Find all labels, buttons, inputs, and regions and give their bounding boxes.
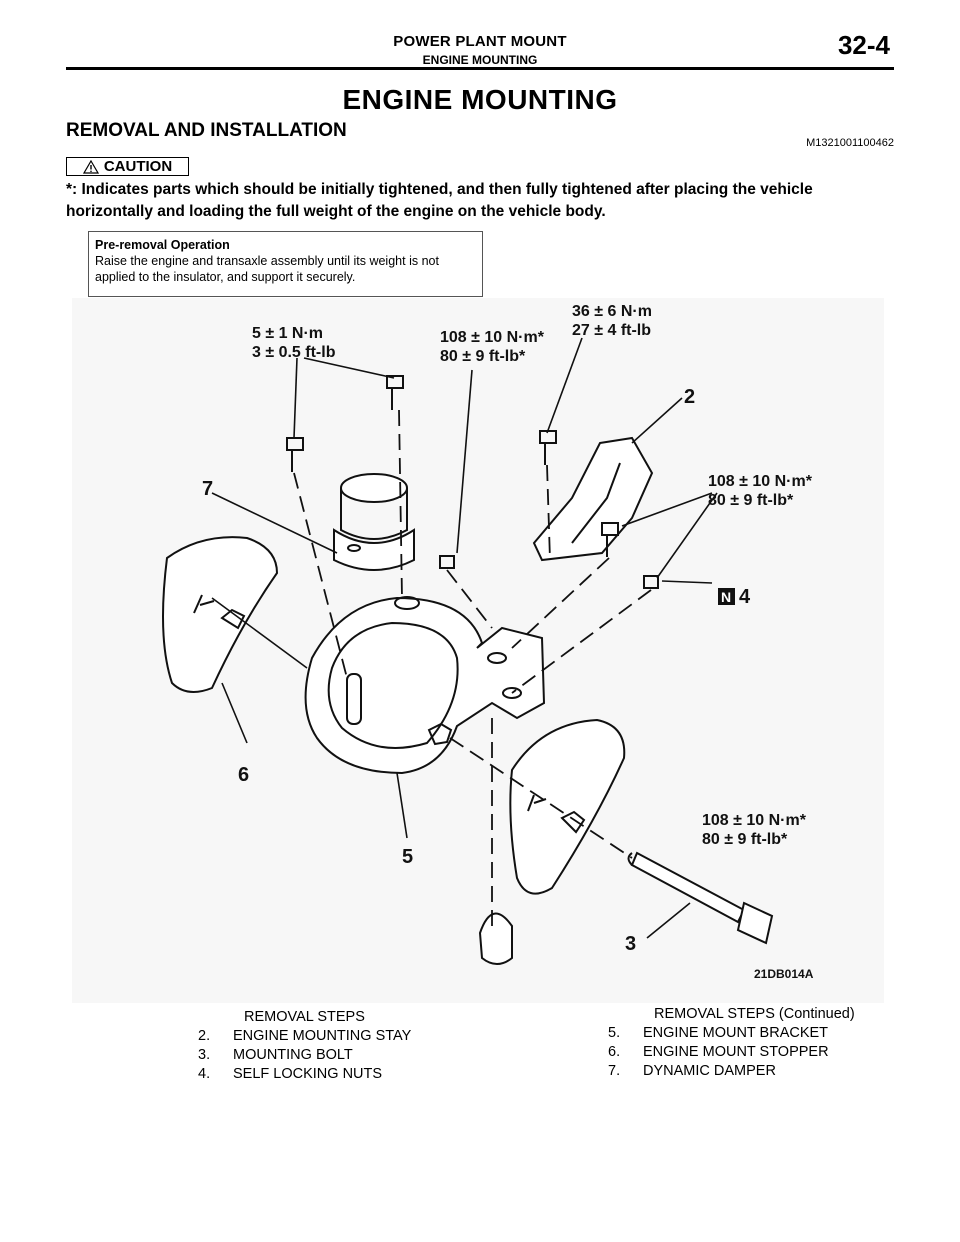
list-item: 2. ENGINE MOUNTING STAY: [198, 1027, 411, 1046]
removal-steps-continued: REMOVAL STEPS (Continued) 5. ENGINE MOUN…: [608, 1005, 855, 1081]
step-label: DYNAMIC DAMPER: [643, 1063, 776, 1079]
bracket-bolt: [601, 522, 619, 557]
torque-label-ftlb-5: 80 ± 9 ft-lb*: [702, 831, 788, 848]
engine-mounting-diagram: 5 ± 1 N·m 3 ± 0.5 ft-lb 108 ± 10 N·m* 80…: [72, 298, 884, 1003]
removal-steps-title: REMOVAL STEPS: [244, 1009, 365, 1025]
new-part-mark-label: N: [721, 589, 731, 605]
dynamic-damper-disc: [162, 536, 279, 693]
callout-4: 4: [739, 586, 751, 608]
removal-steps: REMOVAL STEPS 2. ENGINE MOUNTING STAY 3.…: [198, 1008, 411, 1084]
torque-label-ftlb-3: 27 ± 4 ft-lb: [572, 322, 651, 339]
self-locking-nut: [643, 575, 659, 589]
caution-text: *: Indicates parts which should be initi…: [66, 181, 813, 220]
caution-badge: CAUTION: [66, 157, 189, 176]
section-header: ENGINE MOUNTING: [422, 53, 538, 67]
list-item: 3. MOUNTING BOLT: [198, 1046, 411, 1065]
engine-mount-insulator: [478, 912, 513, 965]
step-label: MOUNTING BOLT: [233, 1047, 353, 1063]
bracket-nut-left: [439, 555, 455, 569]
figure-id: 21DB014A: [754, 967, 814, 981]
callout-6: 6: [238, 764, 249, 786]
header-divider: [66, 67, 894, 70]
list-item: 4. SELF LOCKING NUTS: [198, 1065, 411, 1084]
engine-mounting-stay: [532, 436, 654, 562]
step-number: 4.: [198, 1066, 211, 1082]
stay-bolt: [539, 430, 557, 465]
list-item: 7. DYNAMIC DAMPER: [608, 1062, 855, 1081]
torque-label-nm-1: 5 ± 1 N·m: [252, 325, 323, 342]
dynamic-damper-cylinder: [333, 473, 415, 571]
torque-label-nm-4: 108 ± 10 N·m*: [708, 473, 813, 490]
step-number: 5.: [608, 1025, 621, 1041]
callout-5: 5: [402, 846, 413, 868]
damper-bolt-left: [286, 437, 304, 472]
page-title: ENGINE MOUNTING: [342, 84, 618, 115]
warning-triangle-icon: [82, 159, 99, 174]
torque-label-nm-2: 108 ± 10 N·m*: [440, 329, 545, 346]
new-part-mark: [718, 588, 735, 605]
callout-3: 3: [625, 933, 636, 955]
mounting-bolt: [627, 851, 774, 945]
step-number: 6.: [608, 1044, 621, 1060]
step-label: SELF LOCKING NUTS: [233, 1066, 383, 1082]
callout-7: 7: [202, 478, 213, 500]
step-label: ENGINE MOUNT STOPPER: [643, 1044, 829, 1060]
step-number: 7.: [608, 1063, 621, 1079]
chapter-title: POWER PLANT MOUNT: [393, 33, 567, 50]
step-label: ENGINE MOUNT BRACKET: [643, 1025, 829, 1041]
list-item: 5. ENGINE MOUNT BRACKET: [608, 1024, 855, 1043]
list-item: 6. ENGINE MOUNT STOPPER: [608, 1043, 855, 1062]
pre-removal-box: Pre-removal Operation Raise the engine a…: [88, 231, 483, 297]
step-number: 3.: [198, 1047, 211, 1063]
engine-mount-bracket: [304, 596, 546, 775]
pre-removal-title: Pre-removal Operation: [95, 238, 230, 252]
page-number: 32-4: [837, 30, 890, 60]
caution-label: CAUTION: [103, 158, 173, 175]
engine-mount-stopper-disc: [509, 718, 626, 895]
step-label: ENGINE MOUNTING STAY: [233, 1028, 412, 1044]
torque-label-ftlb-4: 80 ± 9 ft-lb*: [708, 492, 794, 509]
torque-label-nm-3: 36 ± 6 N·m: [572, 303, 652, 320]
pre-removal-text: Raise the engine and transaxle assembly …: [95, 254, 439, 284]
section-title: REMOVAL AND INSTALLATION: [66, 120, 347, 141]
removal-steps-continued-title: REMOVAL STEPS (Continued): [654, 1006, 855, 1022]
damper-bolt-right: [386, 375, 404, 410]
torque-label-ftlb-1: 3 ± 0.5 ft-lb: [252, 344, 336, 361]
step-number: 2.: [198, 1028, 211, 1044]
section-code: M1321001100462: [806, 137, 894, 149]
callout-2: 2: [684, 386, 695, 408]
torque-label-nm-5: 108 ± 10 N·m*: [702, 812, 807, 829]
torque-label-ftlb-2: 80 ± 9 ft-lb*: [440, 348, 526, 365]
